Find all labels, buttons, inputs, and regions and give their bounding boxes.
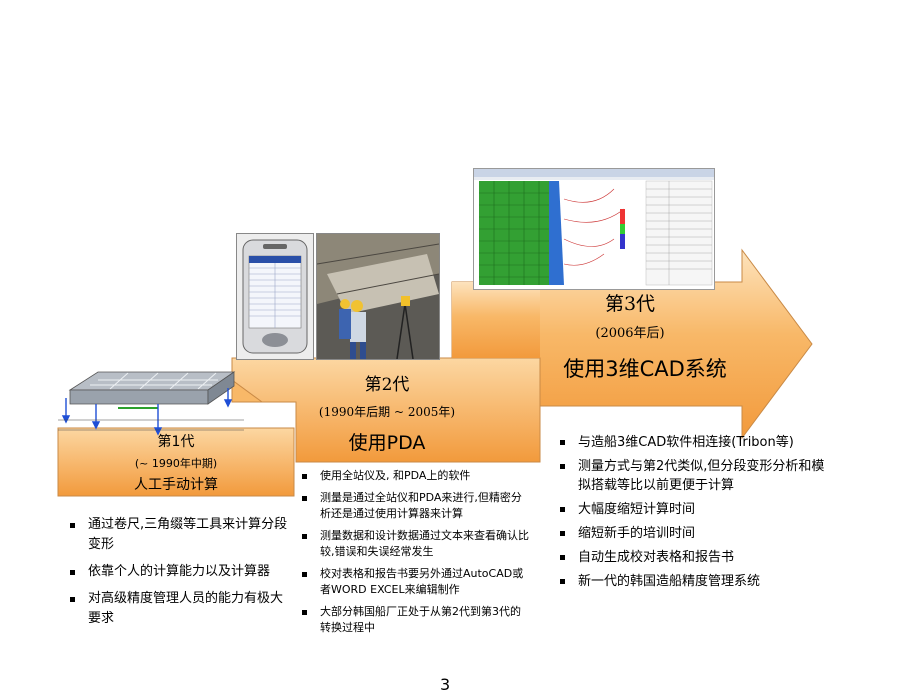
- gen2-bullets: 使用全站仪及, 和PDA上的软件 测量是通过全站仪和PDA来进行,但精密分析还是…: [302, 468, 530, 642]
- list-item: 新一代的韩国造船精度管理系统: [560, 572, 830, 591]
- list-item: 大部分韩国船厂正处于从第2代到第3代的转换过程中: [302, 604, 530, 636]
- gen1-period: (~ 1990年中期): [134, 457, 218, 470]
- pda-photo: [236, 233, 314, 360]
- list-item: 通过卷尺,三角缀等工具来计算分段变形: [70, 515, 288, 555]
- gen2-period: (1990年后期 ~ 2005年): [318, 405, 456, 419]
- gen3-method: 使用3维CAD系统: [563, 357, 727, 381]
- list-item: 测量方式与第2代类似,但分段变形分析和模拟搭载等比以前更便于计算: [560, 457, 830, 495]
- gen1-step-arrow: [231, 379, 264, 403]
- list-item: 与造船3维CAD软件相连接(Tribon等): [560, 433, 830, 452]
- gen3-bullets: 与造船3维CAD软件相连接(Tribon等) 测量方式与第2代类似,但分段变形分…: [560, 433, 830, 596]
- gen1-title: 第1代: [157, 434, 195, 450]
- list-item: 测量数据和设计数据通过文本来查看确认比较,错误和失误经常发生: [302, 528, 530, 560]
- page-number: 3: [440, 675, 451, 694]
- list-item: 对高级精度管理人员的能力有极大要求: [70, 589, 288, 629]
- gen2-step-arrow: [452, 282, 540, 358]
- cad-screenshot: [473, 168, 715, 290]
- list-item: 大幅度缩短计算时间: [560, 500, 830, 519]
- gen1-block: [57, 427, 295, 497]
- survey-photo: [316, 233, 440, 360]
- list-item: 校对表格和报告书要另外通过AutoCAD或者WORD EXCEL来编辑制作: [302, 566, 530, 598]
- gen2-title: 第2代: [364, 375, 410, 395]
- list-item: 自动生成校对表格和报告书: [560, 548, 830, 567]
- gen2-method: 使用PDA: [348, 432, 426, 454]
- list-item: 依靠个人的计算能力以及计算器: [70, 562, 288, 582]
- hull-block-illustration: [58, 371, 244, 436]
- gen3-period: (2006年后): [595, 326, 665, 341]
- list-item: 测量是通过全站仪和PDA来进行,但精密分析还是通过使用计算器来计算: [302, 490, 530, 522]
- list-item: 缩短新手的培训时间: [560, 524, 830, 543]
- gen3-title: 第3代: [604, 293, 656, 315]
- list-item: 使用全站仪及, 和PDA上的软件: [302, 468, 530, 484]
- gen1-method: 人工手动计算: [134, 477, 218, 493]
- gen1-bullets: 通过卷尺,三角缀等工具来计算分段变形 依靠个人的计算能力以及计算器 对高级精度管…: [70, 515, 288, 636]
